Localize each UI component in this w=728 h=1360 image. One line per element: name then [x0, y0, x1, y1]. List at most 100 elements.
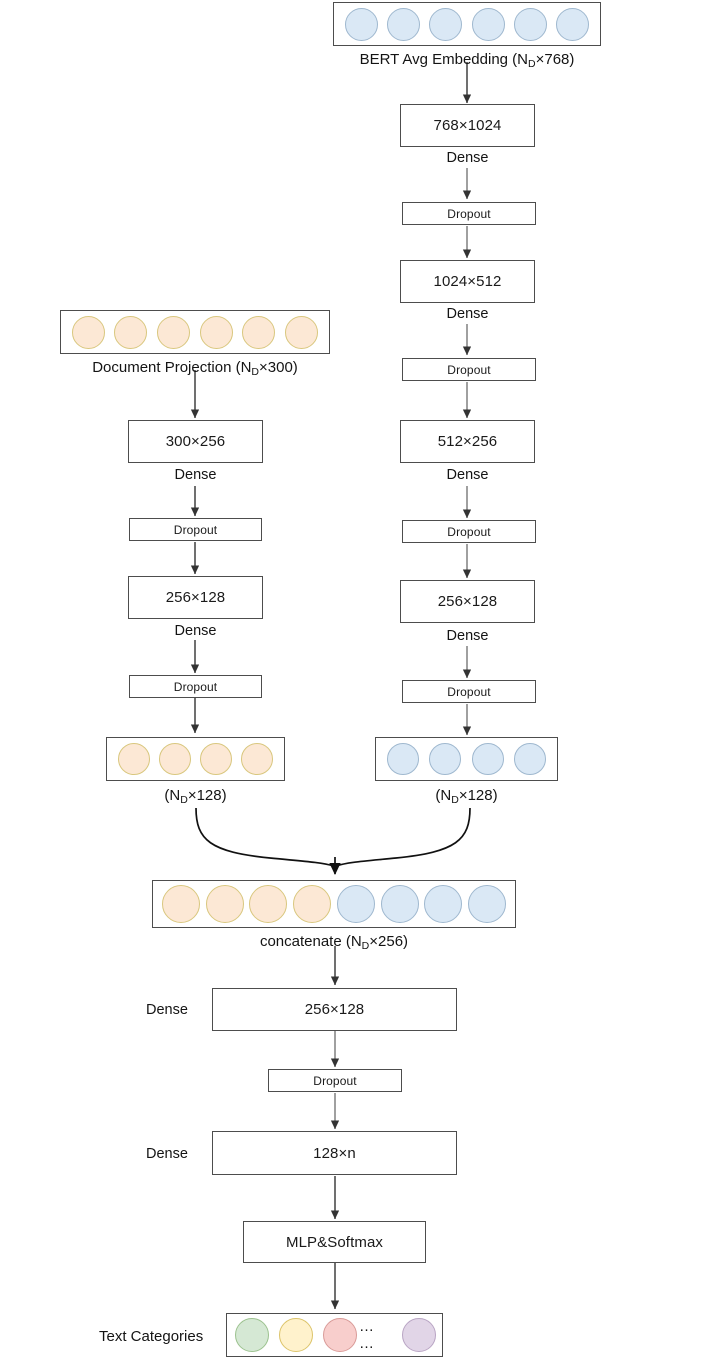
- vector-node: [241, 743, 274, 775]
- dense-text: Dense: [446, 306, 489, 322]
- dense-text: Dense: [446, 628, 489, 644]
- edge-label-dense-doc-1: Dense: [128, 468, 263, 483]
- vector-node: [513, 743, 546, 775]
- layer-box-mlp-softmax: MLP&Softmax: [243, 1221, 426, 1263]
- bert-caption-sub: D: [528, 58, 536, 70]
- doc-out-caption-pre: (N: [164, 787, 181, 804]
- text-categories-label: Text Categories: [99, 1329, 203, 1344]
- vector-node: [285, 315, 319, 349]
- layer-label: Dropout: [173, 679, 218, 694]
- vector-node: [471, 743, 504, 775]
- layer-label: 300×256: [165, 433, 226, 450]
- side-label-dense-head-1: Dense: [146, 1003, 188, 1018]
- edge-label-dense-bert-4: Dense: [400, 629, 535, 644]
- vector-node: [380, 885, 419, 923]
- bert-out-caption-pre: (N: [435, 787, 452, 804]
- layer-box-128xn: 128×n: [212, 1131, 457, 1175]
- vector-node: [158, 743, 191, 775]
- layer-box-dropout-doc-1: Dropout: [129, 518, 262, 541]
- layer-label: 256×128: [304, 1001, 365, 1018]
- concat-caption-post: ×256): [369, 933, 409, 950]
- bert-embedding-vector: [333, 2, 601, 46]
- vector-node: [424, 885, 463, 923]
- document-projection-vector: [60, 310, 330, 354]
- dense-text: Dense: [174, 467, 217, 483]
- side-label-dense-head-2: Dense: [146, 1147, 188, 1162]
- text-categories-text: Text Categories: [99, 1328, 204, 1345]
- vector-node: [205, 885, 244, 923]
- layer-box-dropout-bert-3: Dropout: [402, 520, 536, 543]
- bert-out-caption-sub: D: [451, 794, 459, 806]
- dense-text: Dense: [146, 1146, 188, 1162]
- vector-node: [71, 315, 105, 349]
- edge-label-dense-bert-1: Dense: [400, 151, 535, 166]
- category-node-purple: [402, 1318, 436, 1352]
- vector-node: [471, 7, 505, 41]
- layer-box-1024x512: 1024×512: [400, 260, 535, 303]
- doc-caption-sub: D: [251, 366, 260, 378]
- vector-node: [199, 315, 233, 349]
- vector-node: [386, 7, 420, 41]
- layer-label: Dropout: [173, 522, 218, 537]
- arrow-doc-merge-curve: [195, 807, 335, 867]
- layer-box-dropout-head: Dropout: [268, 1069, 402, 1092]
- layer-label: 256×128: [437, 593, 498, 610]
- document-projection-caption: Document Projection (ND×300): [55, 359, 335, 378]
- bert-out-caption-post: ×128): [458, 787, 498, 804]
- layer-label: 1024×512: [433, 273, 502, 290]
- category-node-red: [323, 1318, 357, 1352]
- layer-label: Dropout: [447, 684, 491, 699]
- ellipsis-label: … …: [359, 1318, 375, 1352]
- edge-label-dense-bert-2: Dense: [400, 307, 535, 322]
- edge-label-dense-bert-3: Dense: [400, 468, 535, 483]
- layer-box-256x128-doc: 256×128: [128, 576, 263, 619]
- vector-node: [429, 7, 463, 41]
- concat-caption-pre: concatenate (N: [259, 933, 362, 950]
- layer-label: 768×1024: [433, 117, 502, 134]
- layer-label: 512×256: [437, 433, 498, 450]
- vector-node: [293, 885, 332, 923]
- layer-box-dropout-bert-4: Dropout: [402, 680, 536, 703]
- bert-caption-post: ×768): [535, 51, 575, 68]
- vector-node: [117, 743, 150, 775]
- vector-node: [161, 885, 200, 923]
- doc-out-caption-sub: D: [180, 794, 188, 806]
- layer-label: 128×n: [313, 1144, 356, 1162]
- layer-box-256x128-head: 256×128: [212, 988, 457, 1031]
- vector-node: [513, 7, 547, 41]
- concat-caption-sub: D: [361, 940, 370, 952]
- doc-out-caption-post: ×128): [187, 787, 227, 804]
- vector-node: [336, 885, 375, 923]
- layer-box-512x256: 512×256: [400, 420, 535, 463]
- vector-node: [387, 743, 420, 775]
- layer-label: Dropout: [447, 362, 491, 377]
- bert-caption-pre: BERT Avg Embedding (N: [359, 51, 529, 68]
- document-output-vector: [106, 737, 285, 781]
- layer-box-256x128-bert: 256×128: [400, 580, 535, 623]
- edge-label-dense-doc-2: Dense: [128, 624, 263, 639]
- bert-output-caption: (ND×128): [375, 787, 558, 806]
- layer-box-768x1024: 768×1024: [400, 104, 535, 147]
- vector-node: [200, 743, 233, 775]
- vector-node: [114, 315, 148, 349]
- vector-node: [157, 315, 191, 349]
- bert-output-vector: [375, 737, 558, 781]
- category-node-yellow: [279, 1318, 313, 1352]
- layer-label: MLP&Softmax: [286, 1233, 383, 1251]
- layer-box-300x256: 300×256: [128, 420, 263, 463]
- layer-box-dropout-bert-1: Dropout: [402, 202, 536, 225]
- layer-box-dropout-doc-2: Dropout: [129, 675, 262, 698]
- vector-node: [556, 7, 590, 41]
- concatenate-caption: concatenate (ND×256): [152, 933, 516, 952]
- bert-embedding-caption: BERT Avg Embedding (ND×768): [333, 51, 601, 70]
- doc-caption-post: ×300): [259, 359, 298, 376]
- arrow-bert-merge-curve: [335, 807, 471, 867]
- vector-node: [344, 7, 378, 41]
- layer-box-dropout-bert-2: Dropout: [402, 358, 536, 381]
- layer-label: 256×128: [165, 589, 226, 606]
- doc-caption-pre: Document Projection (N: [92, 359, 252, 376]
- text-categories-vector: … …: [226, 1313, 443, 1357]
- vector-node: [242, 315, 276, 349]
- dense-text: Dense: [174, 623, 217, 639]
